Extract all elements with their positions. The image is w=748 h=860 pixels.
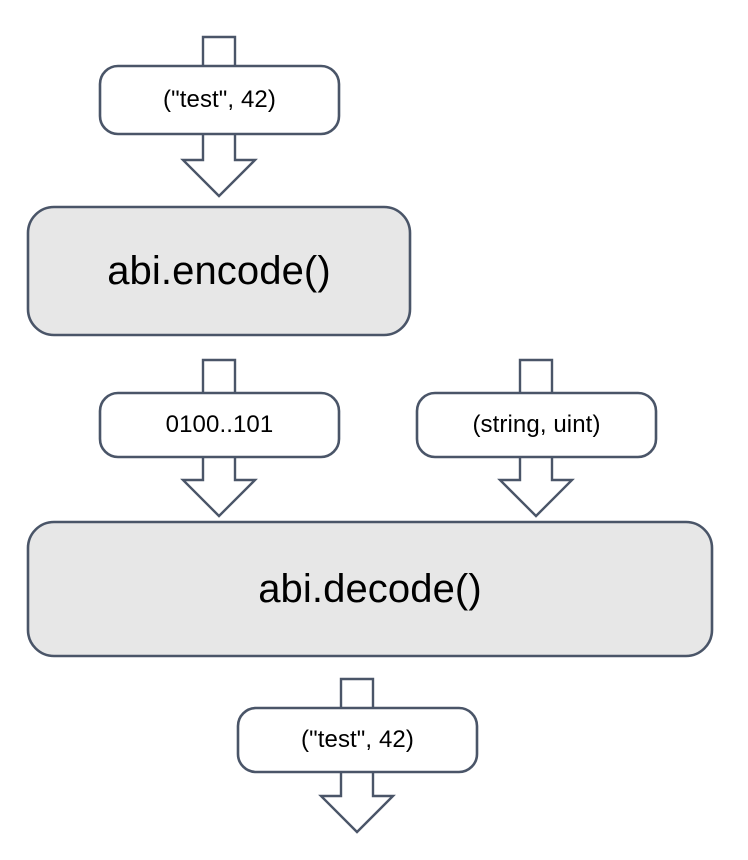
- arrow-into-type-tuple: [518, 358, 554, 399]
- arrow-types-to-decode: [497, 451, 575, 518]
- node-abi-encode[interactable]: [26, 205, 412, 337]
- arrow-output-downstream: [318, 766, 396, 834]
- node-layer: [26, 64, 714, 774]
- node-input-tuple-top[interactable]: [98, 64, 341, 136]
- node-output-tuple-bottom[interactable]: [236, 706, 479, 774]
- node-encoded-bytes[interactable]: [98, 391, 341, 459]
- arrow-input-to-encode: [180, 128, 258, 198]
- arrow-encoded-to-decode: [180, 451, 258, 518]
- arrow-into-encoded-bytes: [201, 358, 237, 399]
- node-abi-decode[interactable]: [26, 520, 714, 658]
- node-type-tuple[interactable]: [415, 391, 658, 459]
